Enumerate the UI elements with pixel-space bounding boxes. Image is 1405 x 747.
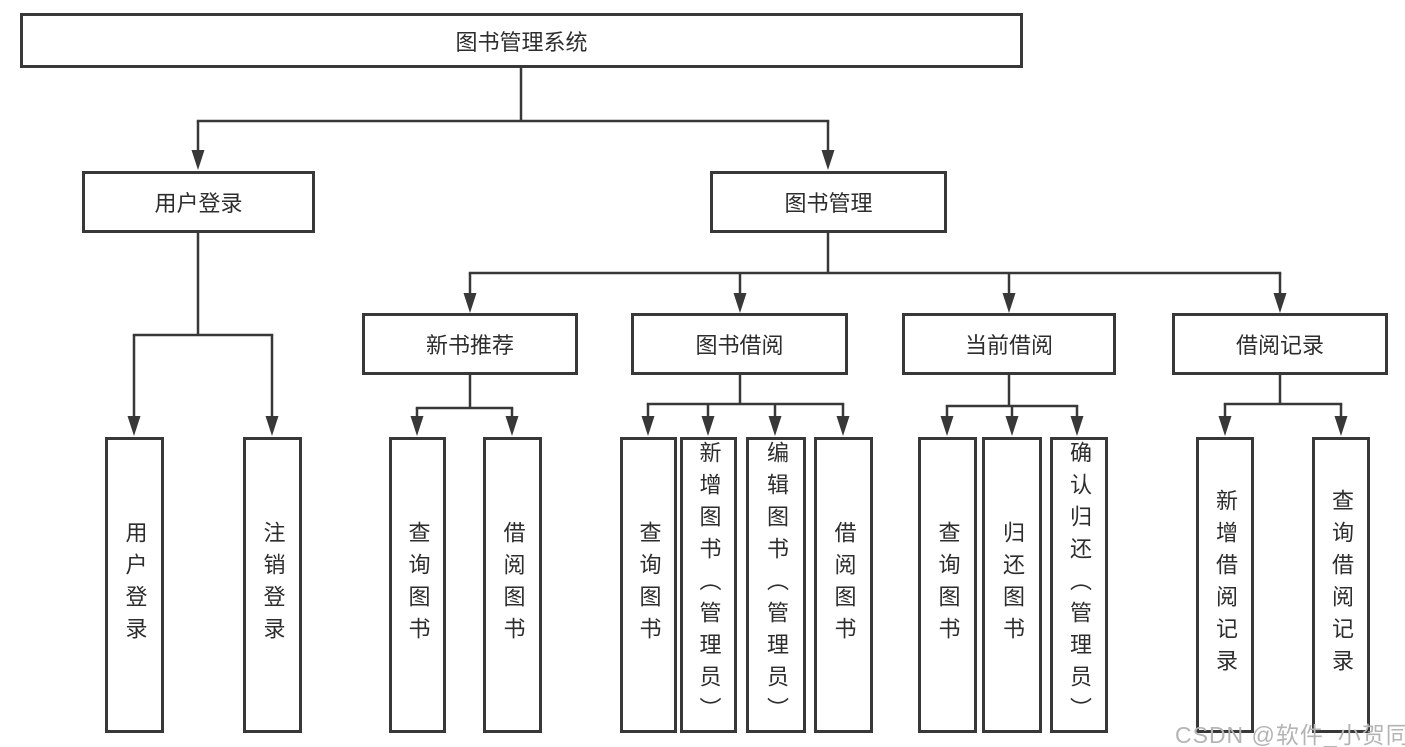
leaf-logout-label: 注销登录: [260, 521, 286, 649]
connector-new-book: [410, 375, 519, 436]
leaf-query-books-borrow: 查询图书: [620, 437, 677, 733]
connector-book-borrow: [641, 375, 850, 436]
leaf-confirm-return-admin-label: 确认归还（管理员）: [1067, 441, 1092, 729]
node-new-book-rec: 新书推荐: [362, 313, 578, 375]
leaf-borrow-books-newrec: 借阅图书: [483, 437, 542, 733]
connector-user-login: [127, 233, 279, 436]
leaf-query-borrow-record-label: 查询借阅记录: [1329, 489, 1354, 681]
leaf-edit-books-admin: 编辑图书（管理员）: [746, 437, 806, 733]
node-borrow-record-label: 借阅记录: [1235, 333, 1324, 358]
leaf-confirm-return-admin: 确认归还（管理员）: [1050, 437, 1108, 733]
leaf-add-borrow-record: 新增借阅记录: [1196, 437, 1254, 733]
node-root-label: 图书管理系统: [455, 29, 588, 55]
leaf-query-books-newrec: 查询图书: [389, 437, 446, 733]
node-user-login-label: 用户登录: [154, 191, 243, 216]
leaf-return-books: 归还图书: [982, 437, 1042, 733]
node-current-borrow-label: 当前借阅: [964, 333, 1053, 358]
leaf-add-borrow-record-label: 新增借阅记录: [1213, 489, 1238, 681]
node-user-login: 用户登录: [82, 171, 315, 233]
leaf-query-books-current: 查询图书: [918, 437, 977, 733]
leaf-borrow-books-newrec-label: 借阅图书: [500, 521, 526, 649]
leaf-query-books-current-label: 查询图书: [935, 521, 961, 649]
leaf-logout: 注销登录: [243, 437, 302, 733]
csdn-watermark: CSDN @软件_小贺同学: [1175, 722, 1405, 747]
connector-current-borrow: [940, 375, 1084, 436]
leaf-borrow-books: 借阅图书: [814, 437, 873, 733]
connector-borrow-record: [1218, 375, 1348, 436]
leaf-user-login: 用户登录: [105, 437, 164, 733]
node-book-mgmt: 图书管理: [710, 171, 947, 233]
node-current-borrow: 当前借阅: [902, 313, 1116, 375]
connector-book-mgmt: [463, 233, 1287, 313]
node-root: 图书管理系统: [20, 13, 1023, 68]
node-book-borrow: 图书借阅: [631, 313, 848, 375]
connector-root: [191, 68, 835, 170]
node-book-borrow-label: 图书借阅: [695, 333, 784, 358]
leaf-add-books-admin-label: 新增图书（管理员）: [696, 441, 722, 729]
leaf-return-books-label: 归还图书: [1000, 521, 1025, 649]
leaf-borrow-books-label: 借阅图书: [831, 521, 857, 649]
leaf-user-login-label: 用户登录: [122, 521, 148, 649]
leaf-query-books-newrec-label: 查询图书: [405, 521, 431, 649]
node-book-mgmt-label: 图书管理: [784, 191, 873, 216]
leaf-query-books-borrow-label: 查询图书: [636, 521, 662, 649]
leaf-add-books-admin: 新增图书（管理员）: [680, 437, 737, 733]
leaf-edit-books-admin-label: 编辑图书（管理员）: [764, 441, 789, 729]
leaf-query-borrow-record: 查询借阅记录: [1312, 437, 1370, 733]
node-borrow-record: 借阅记录: [1172, 313, 1388, 375]
node-new-book-rec-label: 新书推荐: [425, 333, 514, 358]
